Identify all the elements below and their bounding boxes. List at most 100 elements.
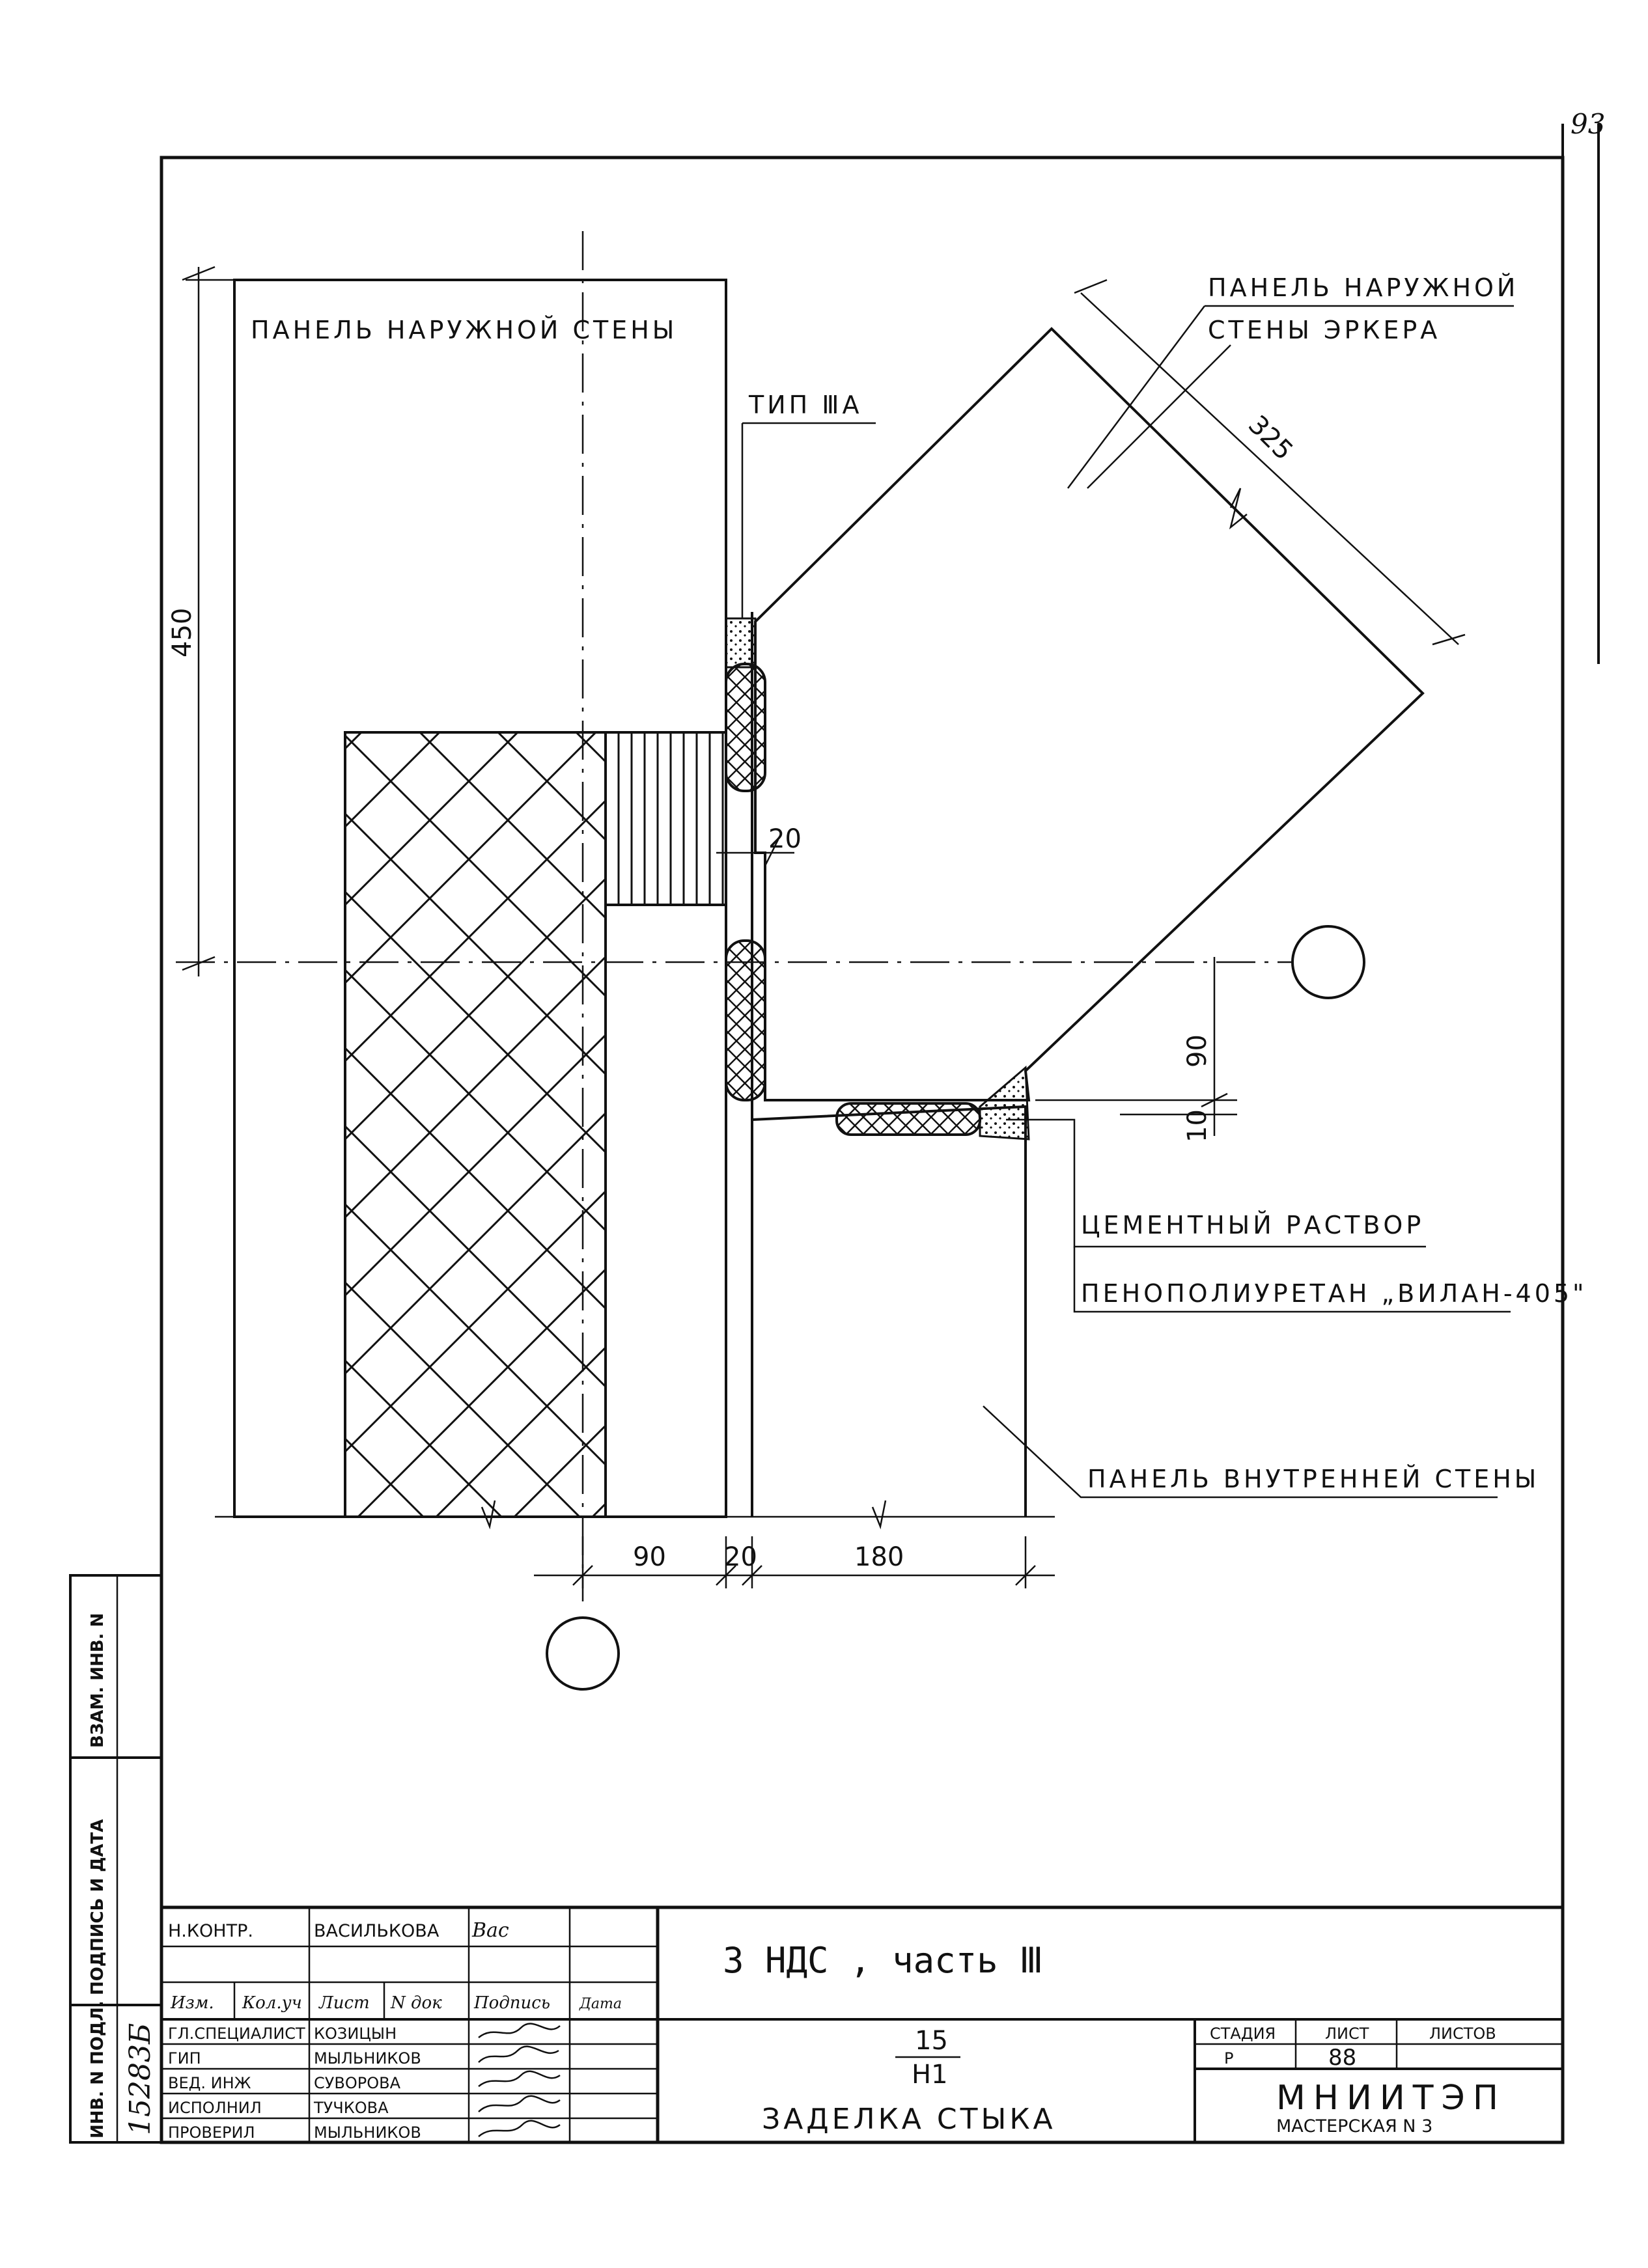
dim-b180-text: 180	[854, 1542, 904, 1572]
dim-bottom-chain: 90 20 180	[534, 1536, 1055, 1588]
bay-break-mark	[1229, 488, 1248, 530]
tb-norm-name: ВАСИЛЬКОВА	[314, 1921, 440, 1941]
break-mark-left	[481, 1500, 496, 1530]
dim-90-tick	[1201, 1092, 1228, 1108]
tb-header-doc: N док	[390, 1993, 442, 2013]
tb-stage-value: Р	[1224, 2049, 1233, 2067]
tb-project: 3 НДС , часть Ⅲ	[723, 1940, 1043, 1981]
break-mark-right	[871, 1500, 887, 1530]
foam-leader	[1073, 1247, 1511, 1313]
tb-sheet-value: 88	[1328, 2045, 1356, 2071]
annotations: ПАНЕЛЬ НАРУЖНОЙ СТЕНЫ ТИП ⅢА ПАНЕЛЬ НАРУ…	[251, 273, 1587, 1499]
dim-20-tick	[764, 839, 779, 866]
tb-staff-role-3: ВЕД. ИНЖ	[168, 2074, 251, 2092]
mortar-top	[725, 617, 757, 669]
dim-20-top-text: 20	[768, 824, 802, 854]
signature-2	[478, 2045, 559, 2063]
tb-staff-role-1: ГЛ.СПЕЦИАЛИСТ	[168, 2025, 305, 2043]
side-inv-value: 15283Б	[124, 2023, 157, 2135]
tb-header-izm: Изм.	[170, 1993, 214, 2013]
tb-staff-role-5: ПРОВЕРИЛ	[168, 2123, 255, 2142]
tb-sheets-label: ЛИСТОВ	[1429, 2025, 1496, 2043]
tb-staff-name-2: МЫЛЬНИКОВ	[314, 2049, 421, 2067]
dim-450: 450	[167, 266, 234, 976]
side-inv-orig: ИНВ. N ПОДЛ.	[88, 2000, 107, 2138]
tb-staff-role-4: ИСПОЛНИЛ	[168, 2099, 262, 2117]
bay-panel-outline	[754, 327, 1425, 1101]
label-outer-wall-panel: ПАНЕЛЬ НАРУЖНОЙ СТЕНЫ	[251, 316, 677, 344]
side-stamp: ВЗАМ. ИНВ. N ПОДПИСЬ И ДАТА ИНВ. N ПОДЛ.…	[69, 1574, 163, 2144]
sheet-frame	[160, 156, 1565, 2144]
dim-325-tick-b	[1432, 633, 1466, 646]
axis-bubble-right	[1291, 925, 1365, 999]
dim-10-text: 10	[1182, 1109, 1212, 1142]
dim-450-tick-top	[182, 266, 216, 281]
mortar-leader	[1006, 1118, 1426, 1248]
outer-wall-panel	[233, 279, 727, 1518]
inner-wall-panel	[751, 612, 1027, 1517]
dim-90-text: 90	[1182, 1034, 1212, 1068]
label-bay-panel-2: СТЕНЫ ЭРКЕРА	[1208, 316, 1440, 344]
tb-staff-name-5: МЫЛЬНИКОВ	[314, 2123, 421, 2142]
signature-5	[478, 2120, 561, 2137]
tb-header-date: Дата	[579, 1996, 622, 2012]
tb-header-sign: Подпись	[473, 1993, 550, 2013]
bay-panel	[754, 327, 1425, 1101]
tb-staff-role-2: ГИП	[168, 2049, 201, 2067]
label-bay-panel-1: ПАНЕЛЬ НАРУЖНОЙ	[1208, 273, 1518, 302]
label-cement-mortar: ЦЕМЕНТНЫЙ РАСТВОР	[1081, 1211, 1424, 1239]
inner-panel-leader	[983, 1405, 1498, 1499]
dim-chain-tick-1	[572, 1565, 593, 1586]
tb-sheet-label: ЛИСТ	[1325, 2025, 1369, 2043]
dim-325-tick-a	[1074, 279, 1108, 294]
vertical-liner	[604, 731, 727, 906]
foam-top	[725, 663, 766, 792]
tb-node-sheet: Н1	[912, 2060, 948, 2090]
foam-middle	[725, 939, 766, 1101]
foam-bottom	[835, 1102, 981, 1136]
side-replace-inv: ВЗАМ. ИНВ. N	[88, 1613, 107, 1748]
dim-chain-tick-3	[742, 1565, 762, 1586]
tb-org-workshop: МАСТЕРСКАЯ N 3	[1276, 2116, 1432, 2137]
break-lines	[215, 1500, 1055, 1530]
signature-4	[478, 2095, 561, 2112]
signature-3	[478, 2070, 561, 2087]
dim-90-10: 90 10	[1035, 957, 1237, 1142]
side-sign-date: ПОДПИСЬ И ДАТА	[88, 1819, 107, 1995]
dim-chain-tick-4	[1015, 1565, 1036, 1586]
dim-325-text: 325	[1242, 410, 1299, 467]
tb-node-number: 15	[915, 2026, 948, 2056]
sealants	[725, 617, 1030, 1141]
insulation-hatch	[344, 731, 607, 1518]
label-joint-type: ТИП ⅢА	[748, 391, 863, 419]
tb-header-list: Лист	[318, 1993, 370, 2013]
dim-325-line	[1080, 292, 1459, 645]
mortar-corner	[979, 1065, 1030, 1141]
dim-450-text: 450	[167, 608, 197, 657]
tb-drawing-title: ЗАДЕЛКА СТЫКА	[762, 2103, 1056, 2136]
dim-20-top: 20	[716, 824, 802, 866]
bay-label-leader	[1067, 305, 1205, 489]
sheet-number: 93	[1571, 108, 1605, 140]
tb-norm-sign: Вас	[471, 1919, 509, 1942]
title-block: Н.КОНТР. ВАСИЛЬКОВА Вас Изм. Кол.уч Лист…	[161, 1905, 1563, 2142]
dim-b90-text: 90	[633, 1542, 666, 1572]
dim-chain-tick-2	[716, 1565, 736, 1586]
label-inner-wall-panel: ПАНЕЛЬ ВНУТРЕННЕЙ СТЕНЫ	[1087, 1465, 1539, 1493]
tb-staff-name-4: ТУЧКОВА	[313, 2099, 389, 2117]
tb-staff-name-3: СУВОРОВА	[314, 2074, 401, 2092]
dim-325-leader	[1087, 344, 1231, 489]
signature-1	[478, 2023, 561, 2038]
dim-450-tick-bottom	[182, 956, 216, 971]
tb-stage-label: СТАДИЯ	[1210, 2025, 1276, 2043]
label-foam: ПЕНОПОЛИУРЕТАН „ВИЛАН-405"	[1081, 1279, 1587, 1308]
tb-staff-name-1: КОЗИЦЫН	[314, 2025, 397, 2043]
tb-org-name: МНИИТЭП	[1276, 2079, 1506, 2118]
dim-b20-text: 20	[724, 1542, 757, 1572]
tb-norm-role: Н.КОНТР.	[168, 1921, 253, 1941]
axis-bubble-bottom	[546, 1616, 620, 1691]
tb-header-kol: Кол.уч	[242, 1993, 302, 2013]
inner-panel-outline	[751, 1105, 1027, 1517]
side-stamp-frame	[69, 1574, 163, 2144]
